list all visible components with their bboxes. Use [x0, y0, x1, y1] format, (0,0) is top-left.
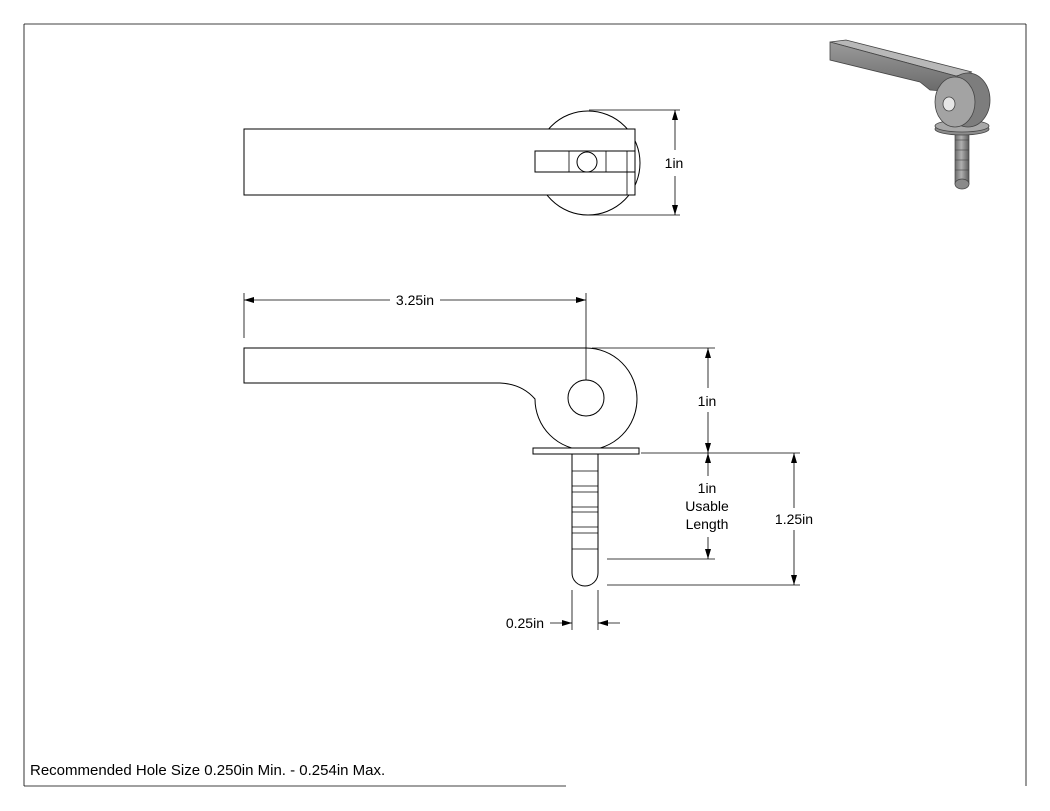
recommended-hole-size-note: Recommended Hole Size 0.250in Min. - 0.2…: [30, 762, 385, 779]
arm-height-label: 1in: [698, 393, 717, 409]
pin-diameter-dimension: 0.25in: [506, 590, 620, 631]
pin-diameter-label: 0.25in: [506, 615, 544, 631]
side-view-washer: [532, 447, 640, 455]
pin-length-dimension: 1.25in: [607, 453, 813, 586]
side-view: [243, 347, 640, 587]
top-height-label: 1in: [665, 155, 684, 171]
side-view-hole: [567, 379, 605, 417]
top-view: [243, 110, 641, 216]
top-height-dimension: 1in: [589, 109, 684, 216]
usable-length-value: 1in: [698, 480, 717, 496]
length-label: 3.25in: [396, 292, 434, 308]
usable-length-dimension: 1in Usable Length: [607, 453, 729, 560]
sheet-border: [23, 23, 1027, 787]
side-view-pin: [571, 453, 599, 587]
arm-height-dimension: 1in: [592, 347, 800, 454]
top-view-hole: [576, 151, 598, 173]
usable-length-line3: Length: [686, 516, 729, 532]
isometric-render: [829, 39, 991, 190]
length-dimension: 3.25in: [243, 292, 587, 380]
usable-length-line2: Usable: [685, 498, 729, 514]
pin-length-label: 1.25in: [775, 511, 813, 527]
